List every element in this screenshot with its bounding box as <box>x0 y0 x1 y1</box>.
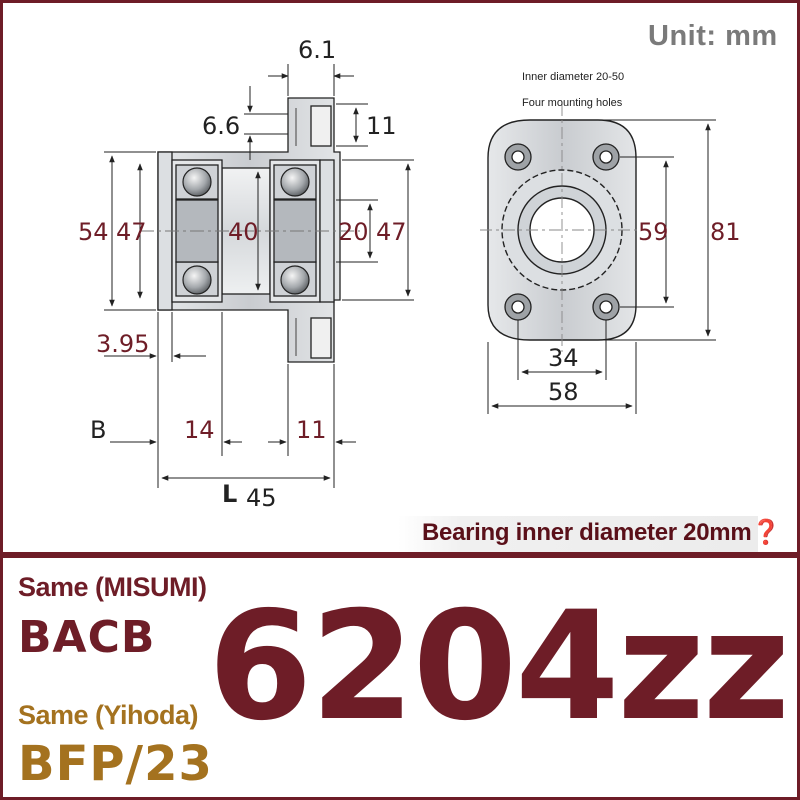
bearing-model-number: 6204zz <box>208 580 790 754</box>
mounting-holes-note: Four mounting holes <box>522 97 623 109</box>
dim-b-label: B <box>90 416 106 444</box>
yihoda-label: Same (Yihoda) <box>18 700 199 730</box>
front-dimension-lines <box>487 119 716 414</box>
dim-54: 54 <box>78 218 109 246</box>
dim-47-left: 47 <box>116 218 147 246</box>
dim-11-bottom: 11 <box>296 416 327 444</box>
side-dimension-labels: 6.1 6.6 11 54 47 40 20 47 3.95 B 14 11 L… <box>78 36 407 512</box>
section-divider <box>0 552 800 558</box>
bearing-ball-bottom-right <box>280 265 310 295</box>
dim-3-95: 3.95 <box>96 330 149 358</box>
bearing-ball-top-left <box>182 167 212 197</box>
bearing-ball-bottom-left <box>182 265 212 295</box>
dim-59: 59 <box>638 218 669 246</box>
yihoda-code: BFP/23 <box>18 736 213 792</box>
unit-label: Unit: mm <box>648 20 778 52</box>
bearing-ball-top-right <box>280 167 310 197</box>
dim-34: 34 <box>548 344 579 372</box>
dim-20: 20 <box>338 218 369 246</box>
dim-6-1: 6.1 <box>298 36 336 64</box>
dim-81: 81 <box>710 218 741 246</box>
misumi-code: BACB <box>18 612 156 663</box>
technical-drawing: 6.1 6.6 11 54 47 40 20 47 3.95 B 14 11 L… <box>78 36 741 512</box>
dim-11-top: 11 <box>366 112 397 140</box>
front-centerlines <box>480 104 644 352</box>
dim-6-6: 6.6 <box>202 112 240 140</box>
dim-58: 58 <box>548 378 579 406</box>
dim-40: 40 <box>228 218 259 246</box>
dim-l-label: L <box>222 480 237 508</box>
dim-14: 14 <box>184 416 215 444</box>
bearing-inner-diameter-banner: Bearing inner diameter 20mm❓ <box>422 519 781 546</box>
front-dimension-labels: Inner diameter 20-50 Four mounting holes… <box>522 71 741 406</box>
side-dimension-lines <box>104 64 414 488</box>
dim-47-right: 47 <box>376 218 407 246</box>
misumi-label: Same (MISUMI) <box>18 572 207 602</box>
inner-diameter-note: Inner diameter 20-50 <box>522 71 624 83</box>
banner-background <box>398 516 758 554</box>
dim-45: 45 <box>246 484 277 512</box>
